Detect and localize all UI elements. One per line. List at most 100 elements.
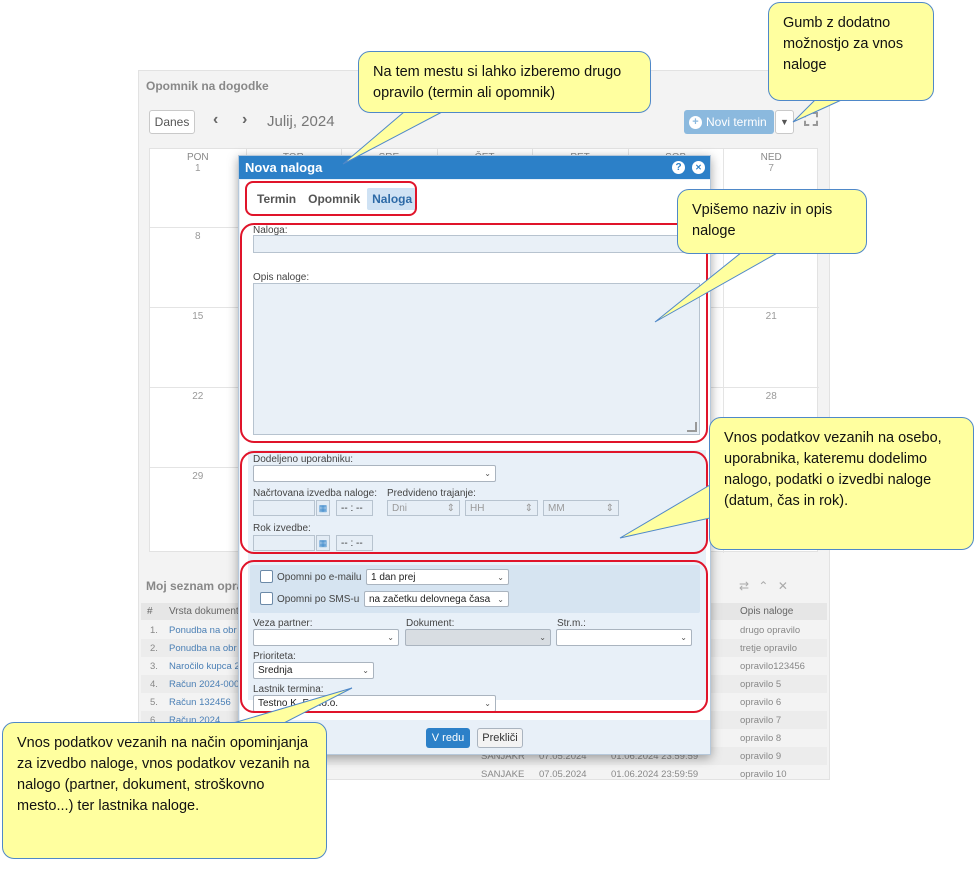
day-header: PON xyxy=(186,152,209,163)
row-description: opravilo123456 xyxy=(740,661,805,672)
duration-hours-input[interactable]: HH ⇕ xyxy=(465,500,538,516)
refresh-icon[interactable]: ⇄ xyxy=(739,579,750,593)
chevron-down-icon: ⌄ xyxy=(539,633,546,642)
deadline-label: Rok izvedbe: xyxy=(253,523,311,534)
panel-title: Opomnik na dogodke xyxy=(146,79,269,93)
chevron-down-icon: ⌄ xyxy=(387,633,394,642)
row-date: 07.05.2024 xyxy=(539,751,587,762)
table-row[interactable]: 3. Naročilo kupca 2 opravilo123456 xyxy=(141,657,827,675)
row-user: SANJAKE xyxy=(481,769,525,780)
planned-date-input[interactable] xyxy=(253,500,315,516)
cost-center-select[interactable]: ⌄ xyxy=(556,629,692,646)
callout-reminder-hint: Vnos podatkov vezanih na način opominjan… xyxy=(2,722,327,859)
new-task-dialog: Nova naloga ? ✕ Termin Opomnik Naloga Na… xyxy=(238,155,711,755)
plus-circle-icon: + xyxy=(689,115,702,129)
document-select[interactable]: ⌄ xyxy=(405,629,551,646)
callout-person-hint: Vnos podatkov vezanih na osebo, uporabni… xyxy=(709,417,974,550)
planned-label: Načrtovana izvedba naloge: xyxy=(253,488,377,499)
close-dialog-icon[interactable]: ✕ xyxy=(692,161,705,174)
col-number: # xyxy=(147,606,153,617)
calendar-day-cell[interactable]: 7 xyxy=(768,163,774,174)
row-deadline: 01.06.2024 23:59:59 xyxy=(611,751,699,762)
assigned-label: Dodeljeno uporabniku: xyxy=(253,454,354,465)
ok-button[interactable]: V redu xyxy=(426,728,470,748)
chevron-down-icon: ⌄ xyxy=(484,469,491,478)
calendar-day-cell[interactable]: 28 xyxy=(765,391,777,402)
task-type-tabs: Termin Opomnik Naloga xyxy=(252,188,418,210)
cancel-button[interactable]: Prekliči xyxy=(477,728,523,748)
calendar-day-cell[interactable]: 15 xyxy=(192,311,204,322)
month-label: Julij, 2024 xyxy=(267,113,335,130)
email-reminder-checkbox[interactable] xyxy=(260,570,273,583)
task-description-textarea[interactable] xyxy=(253,283,700,435)
row-number: 4. xyxy=(150,679,158,690)
chevron-down-icon: ⌄ xyxy=(484,699,491,708)
tab-task[interactable]: Naloga xyxy=(367,188,418,210)
row-number: 3. xyxy=(150,661,158,672)
table-row[interactable]: opravilo 8 xyxy=(141,729,827,747)
today-button[interactable]: Danes xyxy=(149,110,195,134)
duration-minutes-input[interactable]: MM⇕ xyxy=(543,500,619,516)
row-date: 07.05.2024 xyxy=(539,769,587,780)
collapse-icon[interactable]: ⌃ xyxy=(758,579,769,593)
hours-placeholder: HH xyxy=(470,502,485,514)
new-term-button[interactable]: + Novi termin xyxy=(684,110,774,134)
sms-reminder-label: Opomni po SMS-u xyxy=(277,594,360,605)
partner-label: Veza partner: xyxy=(253,618,313,629)
calendar-day-cell[interactable]: 1 xyxy=(195,163,201,174)
spinner-icon[interactable]: ⇕ xyxy=(605,502,614,514)
chevron-down-icon: ⌄ xyxy=(362,666,369,675)
calendar-icon[interactable]: ▦ xyxy=(316,535,330,551)
tab-reminder[interactable]: Opomnik xyxy=(308,192,361,206)
resize-handle-icon[interactable] xyxy=(687,422,697,432)
next-month-icon[interactable]: › xyxy=(242,111,248,128)
row-number: 5. xyxy=(150,697,158,708)
calendar-day-cell[interactable]: 8 xyxy=(195,231,201,242)
sms-reminder-checkbox[interactable] xyxy=(260,592,273,605)
email-reminder-select[interactable]: 1 dan prej ⌄ xyxy=(366,569,509,585)
grid-line xyxy=(723,149,725,553)
row-description: drugo opravilo xyxy=(740,625,801,636)
planned-time-input[interactable]: -- : -- xyxy=(336,500,373,516)
row-document[interactable]: Ponudba na obr xyxy=(169,625,237,636)
list-title: Moj seznam opravil xyxy=(146,579,257,593)
sms-reminder-select[interactable]: na začetku delovnega časa⌄ xyxy=(364,591,509,607)
duration-days-input[interactable]: Dni ⇕ xyxy=(387,500,460,516)
days-placeholder: Dni xyxy=(392,502,408,514)
email-reminder-value: 1 dan prej xyxy=(371,571,416,583)
help-icon[interactable]: ? xyxy=(672,161,685,174)
row-description: opravilo 8 xyxy=(740,733,782,744)
chevron-down-icon: ▼ xyxy=(780,117,789,127)
assigned-user-select[interactable]: ⌄ xyxy=(253,465,496,482)
calendar-day-cell[interactable]: 21 xyxy=(765,311,777,322)
priority-select[interactable]: Srednja ⌄ xyxy=(253,662,374,679)
calendar-icon[interactable]: ▦ xyxy=(316,500,330,516)
close-icon[interactable]: ✕ xyxy=(777,579,788,593)
row-number: 6. xyxy=(150,715,158,726)
dialog-titlebar: Nova naloga ? ✕ xyxy=(239,156,710,179)
row-description: opravilo 6 xyxy=(740,697,782,708)
row-description: opravilo 5 xyxy=(740,679,782,690)
calendar-day-cell[interactable]: 22 xyxy=(192,391,204,402)
row-user: SANJAKR xyxy=(481,751,525,762)
chevron-down-icon: ⌄ xyxy=(497,594,504,604)
prev-month-icon[interactable]: ‹ xyxy=(213,111,219,128)
spinner-icon[interactable]: ⇕ xyxy=(446,502,455,514)
priority-value: Srednja xyxy=(258,665,293,676)
new-term-label: Novi termin xyxy=(706,115,767,129)
spinner-icon[interactable]: ⇕ xyxy=(524,502,533,514)
row-document[interactable]: Račun 2024 xyxy=(169,715,221,726)
chevron-down-icon: ⌄ xyxy=(680,633,687,642)
deadline-time-input[interactable]: -- : -- xyxy=(336,535,373,551)
calendar-day-cell[interactable]: 29 xyxy=(192,471,204,482)
tab-term[interactable]: Termin xyxy=(257,192,297,206)
row-document[interactable]: Račun 2024-000 xyxy=(169,679,240,690)
row-document[interactable]: Račun 132456 xyxy=(169,697,231,708)
table-row[interactable]: 5. Račun 132456 opravilo 6 xyxy=(141,693,827,711)
row-document[interactable]: Ponudba na obr xyxy=(169,643,237,654)
partner-select[interactable]: ⌄ xyxy=(253,629,399,646)
row-document[interactable]: Naročilo kupca 2 xyxy=(169,661,240,672)
chevron-down-icon: ⌄ xyxy=(497,572,504,582)
